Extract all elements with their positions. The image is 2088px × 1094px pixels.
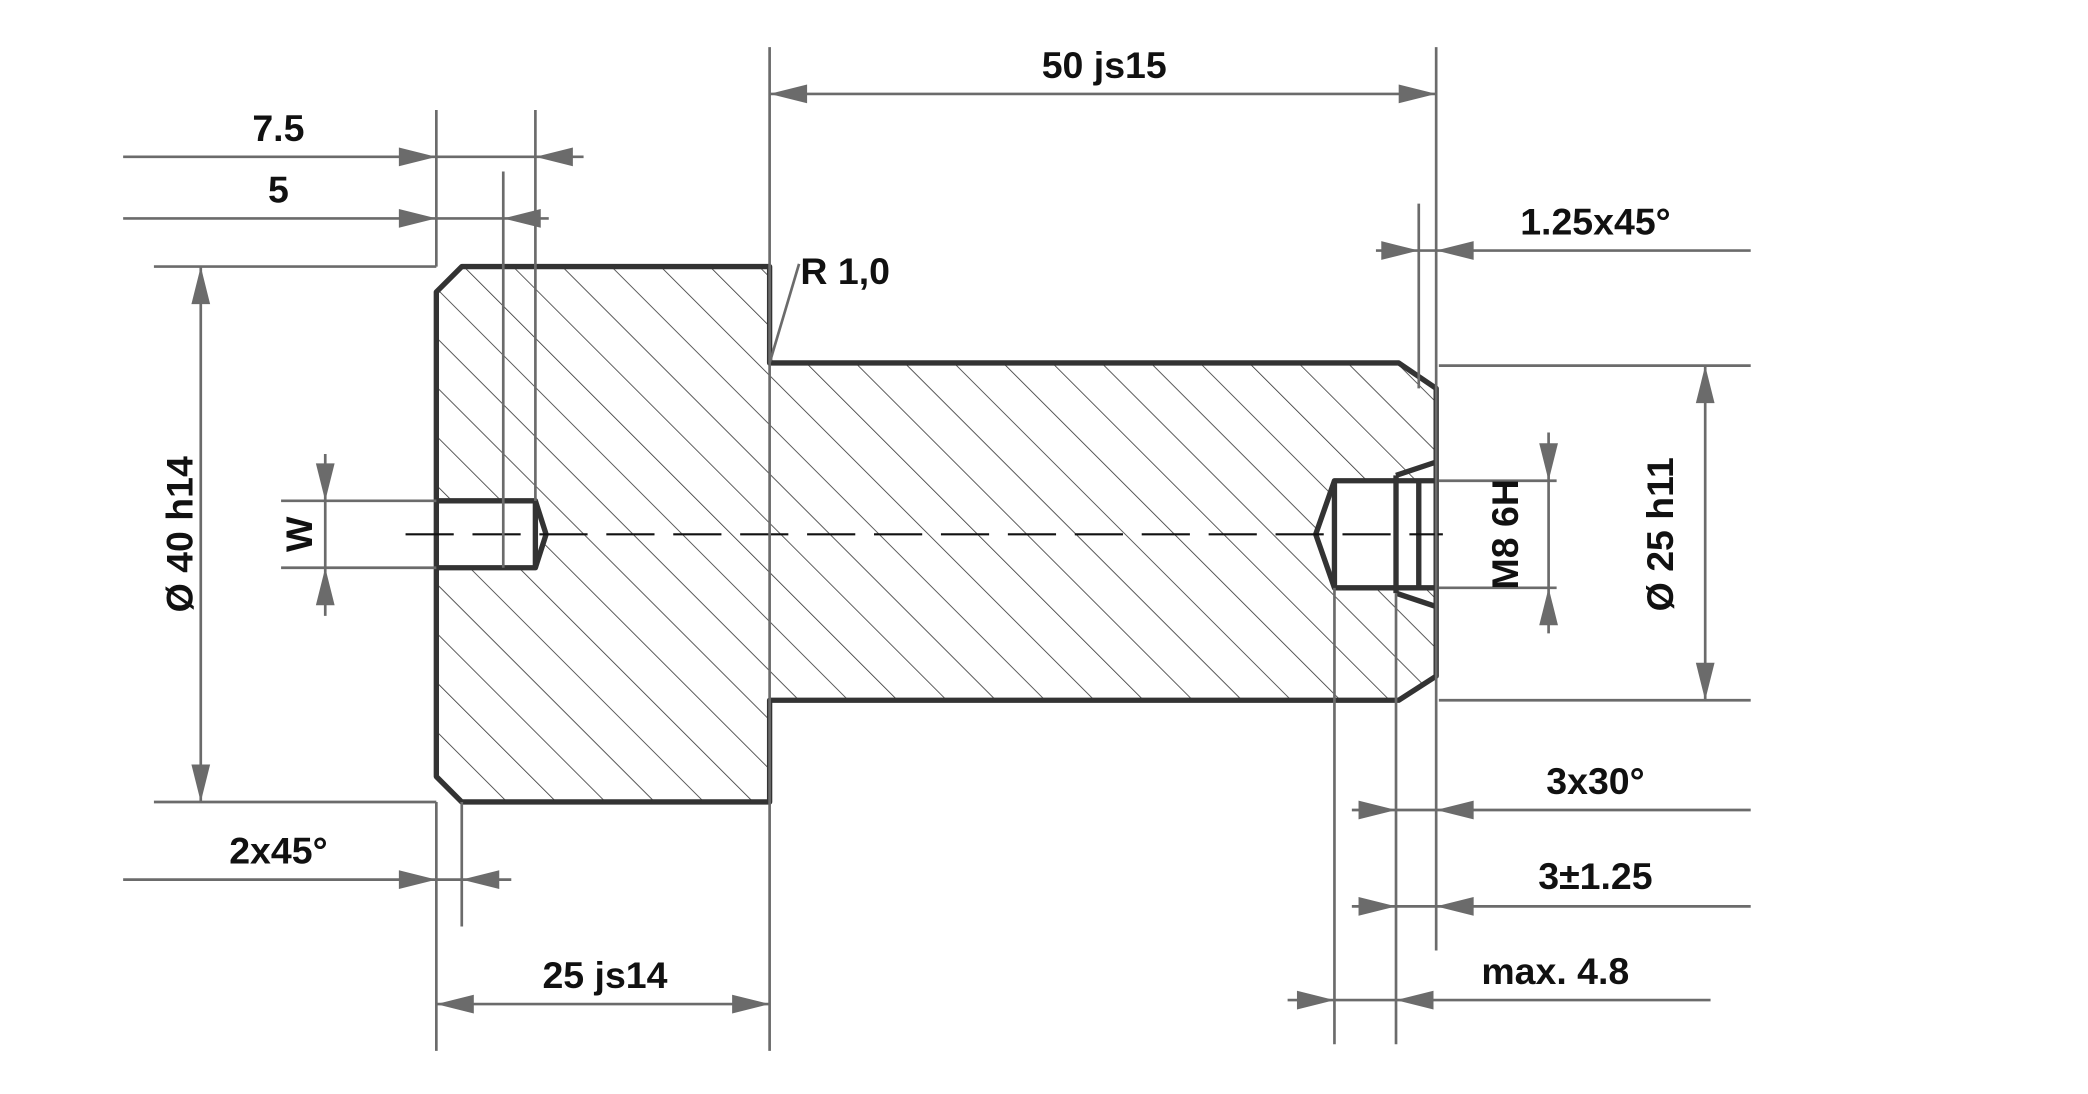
section-hatching bbox=[436, 266, 1437, 802]
dim-7-5: 7.5 bbox=[252, 107, 304, 149]
arrowhead bbox=[769, 84, 808, 104]
arrowhead bbox=[315, 463, 335, 501]
dim-thread-depth: 3±1.25 bbox=[1538, 855, 1652, 897]
arrowhead bbox=[1358, 897, 1397, 916]
dim-max-depth: max. 4.8 bbox=[1481, 950, 1629, 992]
arrowhead bbox=[1398, 84, 1437, 104]
dim-fillet-radius: R 1,0 bbox=[800, 250, 890, 292]
dim-head-length: 25 js14 bbox=[542, 954, 667, 996]
arrowhead bbox=[1436, 800, 1474, 820]
arrowhead bbox=[461, 870, 500, 889]
dim-thread: M8 6H bbox=[1484, 479, 1526, 589]
dim-5: 5 bbox=[268, 168, 289, 210]
arrowhead bbox=[436, 994, 474, 1014]
arrowhead bbox=[1358, 800, 1397, 820]
arrowhead bbox=[315, 567, 335, 606]
leader-line bbox=[768, 263, 801, 364]
dim-overall-length: 50 js15 bbox=[1042, 44, 1167, 86]
arrowhead bbox=[1539, 443, 1558, 481]
arrowhead bbox=[1296, 990, 1335, 1010]
dim-head-chamfer: 2x45° bbox=[229, 830, 327, 872]
arrowhead bbox=[1695, 662, 1715, 701]
arrowhead bbox=[191, 764, 211, 802]
dim-head-diameter: Ø 40 h14 bbox=[159, 456, 201, 612]
arrowhead bbox=[1396, 990, 1434, 1010]
dim-hole-width: W bbox=[278, 516, 320, 552]
arrowhead bbox=[398, 870, 437, 889]
arrowhead bbox=[1381, 241, 1419, 260]
arrowhead bbox=[1436, 241, 1474, 260]
dim-thread-chamfer: 3x30° bbox=[1546, 760, 1644, 802]
arrowhead bbox=[1695, 365, 1715, 404]
arrowhead bbox=[535, 147, 573, 167]
arrowhead bbox=[1539, 587, 1558, 626]
arrowhead bbox=[191, 266, 211, 305]
dimension-lines bbox=[123, 47, 1751, 1051]
arrowhead bbox=[732, 994, 770, 1014]
arrowhead bbox=[503, 209, 541, 228]
arrowhead bbox=[398, 147, 437, 167]
dim-shaft-diameter: Ø 25 h11 bbox=[1639, 457, 1681, 611]
dim-end-chamfer: 1.25x45° bbox=[1520, 200, 1670, 242]
arrowhead bbox=[1436, 897, 1474, 916]
arrowhead bbox=[398, 209, 437, 228]
